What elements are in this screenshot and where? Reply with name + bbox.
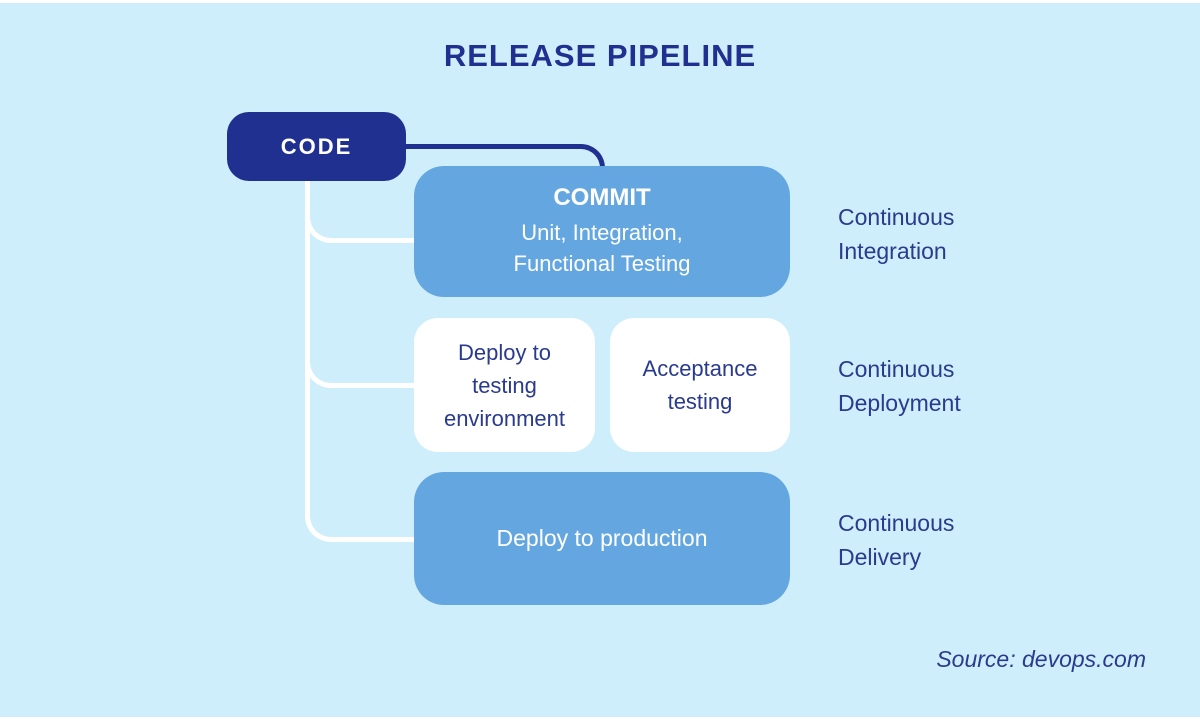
- stage-label-continuous-delivery: Continuous Delivery: [838, 510, 955, 570]
- node-deploy-production-label: Deploy to production: [496, 525, 708, 551]
- node-code-label: CODE: [280, 133, 353, 159]
- node-code: CODE: [227, 112, 406, 181]
- page-title: RELEASE PIPELINE: [443, 38, 757, 73]
- node-commit-subtitle-line2: Functional Testing: [513, 251, 691, 276]
- node-acceptance-testing: Acceptance testing: [610, 318, 790, 452]
- node-commit: COMMIT Unit, Integration, Functional Tes…: [414, 166, 790, 297]
- connector-branch-production: [305, 492, 417, 542]
- node-commit-title: COMMIT: [553, 184, 651, 211]
- node-deploy-production: Deploy to production: [414, 472, 790, 605]
- stage-label-continuous-integration: Continuous Integration: [838, 204, 955, 264]
- node-commit-subtitle-line1: Unit, Integration,: [521, 220, 683, 245]
- node-acceptance-testing-label: Acceptance testing: [642, 356, 758, 414]
- top-border: [0, 0, 1200, 3]
- connector-branch-testing: [305, 341, 417, 388]
- node-deploy-testing: Deploy to testing environment: [414, 318, 595, 452]
- node-deploy-testing-label: Deploy to testing environment: [443, 339, 566, 431]
- connector-code-to-commit: [403, 144, 605, 174]
- bottom-border: [0, 717, 1200, 720]
- source-credit: Source: devops.com: [936, 646, 1146, 672]
- stage-label-continuous-deployment: Continuous Deployment: [838, 356, 961, 416]
- connector-branch-commit: [305, 196, 417, 243]
